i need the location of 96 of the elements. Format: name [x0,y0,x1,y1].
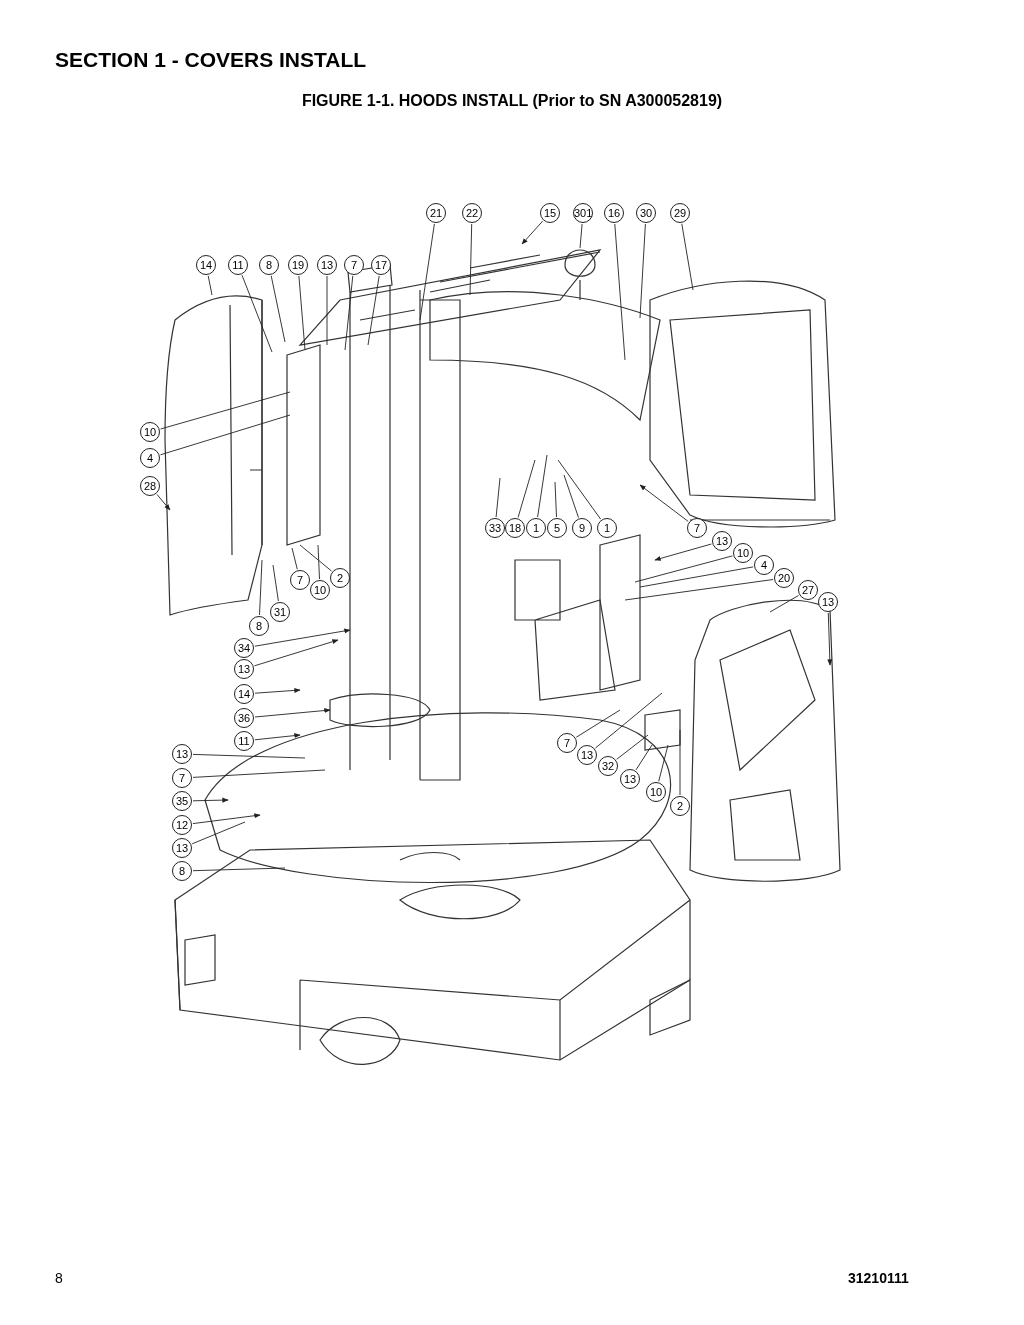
callout-number: 13 [172,744,192,764]
callout-number: 21 [426,203,446,223]
callout-number: 4 [754,555,774,575]
callout-number: 10 [646,782,666,802]
callout-number: 7 [344,255,364,275]
callout-number: 7 [172,768,192,788]
callout-number: 14 [234,684,254,704]
leader-line [517,459,536,518]
callout-number: 22 [462,203,482,223]
callout-number: 19 [288,255,308,275]
leader-line [658,744,669,782]
callout-number: 7 [557,733,577,753]
callout-number: 27 [798,580,818,600]
leader-line [344,275,354,351]
leader-line [291,547,298,570]
callout-number: 36 [234,708,254,728]
leader-line [769,595,799,613]
callout-number: 9 [572,518,592,538]
callout-number: 32 [598,756,618,776]
callout-number: 7 [687,518,707,538]
callout-number: 11 [228,255,248,275]
leader-line [270,275,286,343]
leader-line [191,821,246,845]
leader-line [679,729,681,796]
leader-line [595,692,663,749]
callout-number: 13 [712,531,732,551]
callout-number: 15 [540,203,560,223]
leader-line [563,474,579,519]
callout-number: 20 [774,568,794,588]
leader-line [554,481,557,518]
leader-line [207,275,213,296]
callout-number: 5 [547,518,567,538]
leader-line [639,566,754,588]
leader-line [635,744,653,771]
leader-line [259,559,263,616]
callout-number: 13 [620,769,640,789]
leader-line [298,275,306,351]
leader-line [160,414,291,456]
leader-line [639,223,646,319]
leader-line [537,454,548,518]
leader-line [317,544,320,580]
leader-line [192,769,326,778]
leader-line [192,867,286,872]
leader-line [557,459,602,520]
callout-number: 301 [573,203,593,223]
callout-number: 8 [259,255,279,275]
callout-number: 11 [234,731,254,751]
document-number: 31210111 [848,1270,909,1286]
leader-line [241,274,273,353]
callout-number: 30 [636,203,656,223]
leader-line [616,734,649,760]
callout-number: 7 [290,570,310,590]
leader-line [681,223,694,291]
callout-number: 28 [140,476,160,496]
callout-number: 29 [670,203,690,223]
leader-line [624,579,774,601]
callout-number: 4 [140,448,160,468]
callout-number: 2 [670,796,690,816]
callout-number: 8 [172,861,192,881]
leader-line [160,391,291,430]
leader-line [419,223,435,321]
callout-number: 12 [172,815,192,835]
section-heading: SECTION 1 - COVERS INSTALL [55,48,367,72]
callout-number: 16 [604,203,624,223]
leader-line [495,477,501,518]
callout-number: 35 [172,791,192,811]
leader-line [367,275,380,346]
callout-number: 13 [234,659,254,679]
leader-line [469,223,473,296]
callout-number: 17 [371,255,391,275]
leader-line [192,753,306,759]
callout-number: 2 [330,568,350,588]
leader-line [579,223,583,249]
callout-number: 13 [172,838,192,858]
callout-number: 18 [505,518,525,538]
callout-number: 33 [485,518,505,538]
leader-line [299,544,332,572]
callout-number: 31 [270,602,290,622]
page-number: 8 [55,1270,63,1286]
callout-number: 8 [249,616,269,636]
leader-line [326,275,328,346]
callout-number: 14 [196,255,216,275]
callout-number: 13 [818,592,838,612]
leader-line [614,223,626,361]
leader-line [634,555,733,583]
callout-number: 13 [317,255,337,275]
figure-caption: FIGURE 1-1. HOODS INSTALL (Prior to SN A300052819) [300,92,724,110]
callout-number: 10 [310,580,330,600]
callout-number: 1 [597,518,617,538]
callout-number: 13 [577,745,597,765]
callout-number: 10 [140,422,160,442]
callout-number: 10 [733,543,753,563]
callout-number: 34 [234,638,254,658]
leader-line [575,709,621,738]
leader-line [272,564,279,602]
callout-number: 1 [526,518,546,538]
